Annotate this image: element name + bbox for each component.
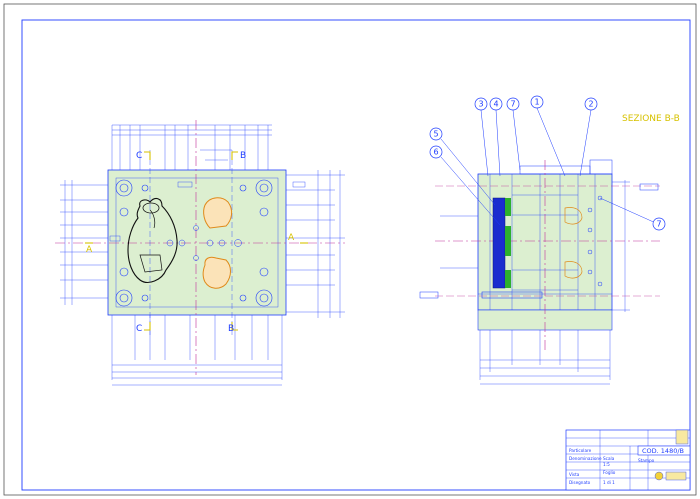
- section-mark-a-right: A: [288, 233, 295, 243]
- section-pins: [587, 195, 603, 287]
- title-sheet-value: 1 di 1: [603, 480, 615, 485]
- label-box-right: [292, 181, 306, 188]
- title-scale-value: 1:5: [603, 462, 610, 467]
- bottom-bolt: [481, 291, 543, 299]
- balloon-7-top: 7: [510, 100, 515, 109]
- balloons: 3 4 7 1 2 5 6 7: [429, 95, 666, 231]
- section-dimension-lines: [440, 180, 630, 385]
- balloon-leaders: [440, 107, 659, 226]
- left-plan-view: C B C B A A: [55, 120, 345, 386]
- left-top-dimension-lines: [111, 124, 272, 170]
- left-plate-inner: [115, 177, 279, 308]
- drawing-frame: [21, 19, 691, 491]
- green-insert-upper: [505, 198, 511, 216]
- title-block: COD. 1480/B Particolare Denominazione Sc…: [565, 429, 691, 491]
- section-mark-b-top: B: [240, 151, 246, 161]
- company-logo: [654, 429, 689, 481]
- section-mark-a-left: A: [86, 245, 93, 255]
- section-title: SEZIONE B-B: [622, 114, 680, 124]
- section-label-box-left: [419, 291, 439, 299]
- green-insert-middle: [505, 226, 511, 256]
- part-outline-orange-top: [203, 197, 233, 229]
- part-outline-orange-bottom: [202, 256, 231, 289]
- right-section-view: SEZIONE B-B 3 4 7 1 2 5 6: [419, 95, 680, 385]
- balloon-1: 1: [534, 98, 539, 107]
- section-mark-b-bottom: B: [228, 324, 234, 334]
- title-material: Denominazione: [569, 456, 602, 461]
- balloon-7-right: 7: [656, 220, 661, 229]
- left-side-dimension-lines: [60, 180, 108, 305]
- right-side-dimension-lines: [286, 170, 345, 318]
- title-sheet-label: Foglio: [603, 470, 616, 475]
- section-label-box-right: [639, 183, 659, 191]
- guide-pillars: [115, 179, 273, 307]
- section-mark-c-bottom: C: [136, 324, 142, 334]
- title-scale-label: Scala: [603, 456, 615, 461]
- section-markers: [85, 151, 308, 331]
- section-mark-c-top: C: [136, 151, 142, 161]
- ejector-pins: [166, 225, 242, 261]
- part-outline-black: [127, 197, 178, 283]
- title-code: COD. 1480/B: [642, 447, 684, 455]
- title-designer: Disegnato: [569, 480, 591, 485]
- balloon-3: 3: [478, 100, 483, 109]
- title-part: Particolare: [569, 448, 592, 453]
- balloon-5: 5: [433, 130, 438, 139]
- label-box-left: [109, 235, 121, 242]
- balloon-2: 2: [588, 100, 593, 109]
- balloon-4: 4: [493, 100, 498, 109]
- title-code-box: [637, 445, 691, 456]
- title-company: Stampo: [638, 458, 655, 463]
- section-top-right-cap: [589, 159, 613, 175]
- sheet-border: [3, 3, 697, 496]
- title-view-label: Vista: [569, 472, 580, 477]
- blue-clamp-plate: [492, 197, 506, 289]
- left-bottom-dimension-lines: [111, 315, 283, 386]
- label-box-top: [177, 181, 193, 188]
- part-detail-black: [139, 209, 163, 273]
- section-top-cap: [519, 165, 591, 175]
- part-head-top: [142, 202, 160, 214]
- green-insert-lower: [505, 270, 511, 288]
- balloon-6: 6: [433, 148, 438, 157]
- left-plate: [107, 169, 287, 316]
- section-cavity-shapes: [564, 207, 583, 279]
